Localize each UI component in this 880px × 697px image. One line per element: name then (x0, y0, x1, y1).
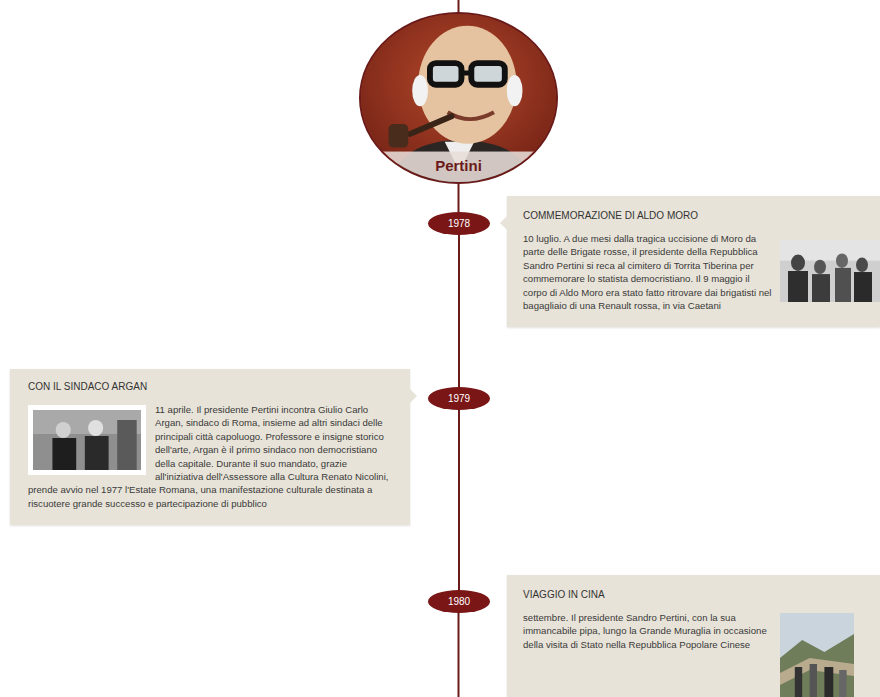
photo (33, 410, 141, 470)
year-label: 1978 (448, 218, 470, 229)
timeline-line (458, 611, 460, 697)
card-text: settembre. Il presidente Sandro Pertini,… (523, 611, 780, 651)
year-label: 1979 (448, 393, 470, 404)
card-heading: VIAGGIO IN CINA (523, 589, 780, 601)
event-photo (780, 240, 880, 302)
year-marker: 1978 (428, 212, 490, 235)
card-heading: CON IL SINDACO ARGAN (28, 381, 395, 393)
event-card: COMMEMORAZIONE DI ALDO MORO 10 luglio. A … (507, 196, 880, 327)
photo (780, 613, 854, 697)
year-label: 1980 (448, 596, 470, 607)
timeline-connector (458, 235, 460, 387)
timeline-connector (458, 410, 460, 590)
card-text: 10 luglio. A due mesi dalla tragica ucci… (523, 232, 820, 312)
portrait-circle: Pertini (359, 12, 558, 184)
portrait (361, 14, 556, 182)
card-heading: COMMEMORAZIONE DI ALDO MORO (523, 210, 820, 222)
year-marker: 1980 (428, 590, 490, 613)
card-text: 11 aprile. Il presidente Pertini incontr… (28, 403, 395, 510)
event-card: VIAGGIO IN CINA settembre. Il presidente … (507, 575, 880, 697)
event-photo (28, 405, 146, 475)
name-label: Pertini (361, 157, 556, 174)
year-marker: 1979 (428, 387, 490, 410)
event-card: CON IL SINDACO ARGAN 11 aprile. Il presid… (10, 369, 410, 525)
event-photo (780, 613, 854, 697)
photo (780, 240, 880, 302)
timeline-connector (458, 184, 460, 212)
